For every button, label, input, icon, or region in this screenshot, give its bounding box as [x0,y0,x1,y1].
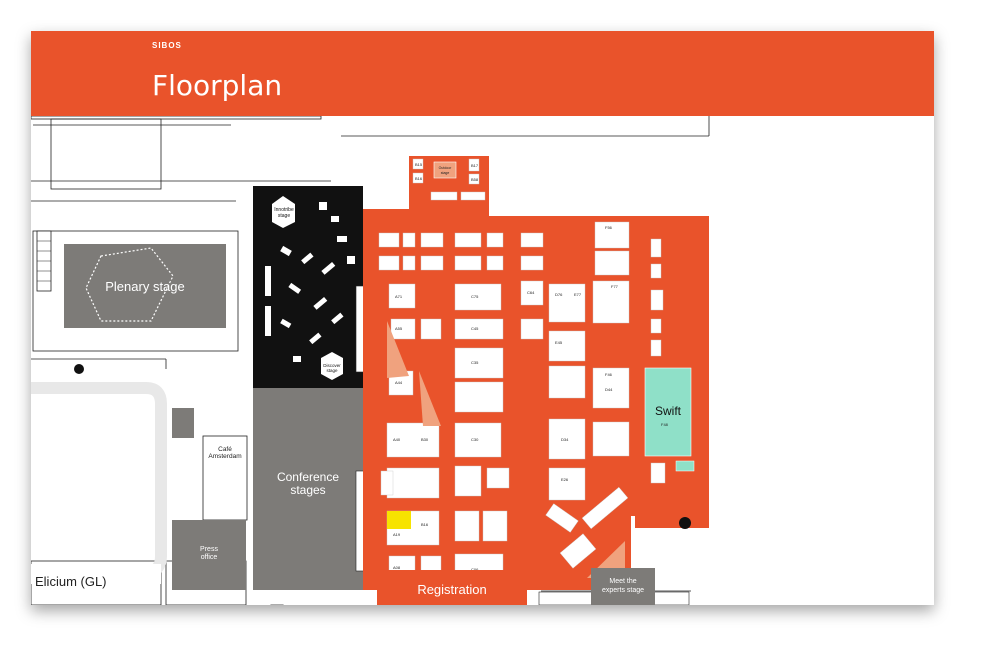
booth-label: C45 [471,326,479,331]
triangle-zone-1 [387,321,409,378]
booth-label: B58 [471,177,479,182]
booth-label: C64 [527,290,535,295]
booth-label: F48 [661,422,669,427]
outdoor-label-2: stage [441,171,450,175]
booth-label: C06 [471,567,479,572]
discover-label-1: Discover [323,363,341,368]
booth-label: C75 [471,294,479,299]
booth-labels: B15 B16 B17 B58 A71 C75 C64 D76 E77 F77 … [393,162,669,572]
booth-label: E77 [574,292,582,297]
swift-label: Swift [655,404,682,418]
triangle-zone-2 [419,371,441,426]
conference-label-1: Conference [277,470,339,484]
elicium-label: Elicium (GL) [35,574,107,589]
booth-label: E26 [561,477,569,482]
booth-label: D76 [555,292,563,297]
brand-label: SIBOS [152,41,182,50]
plenary-stage-area[interactable]: Plenary stage [64,244,226,328]
booth-label: B15 [415,162,423,167]
small-grey-room [172,408,194,438]
outdoor-stage[interactable]: Outdoor stage [433,161,457,179]
innotribe-label-2: stage [278,213,290,219]
conference-label-2: stages [290,483,325,497]
booth-label: A40 [393,437,401,442]
booth-label: A44 [395,380,403,385]
elicium-area[interactable]: Elicium (GL) [31,564,161,589]
left-stairs [36,230,52,292]
booth-label: A08 [393,565,401,570]
innotribe-area[interactable]: Innotribe stage Discover stage [253,186,363,388]
floor-map[interactable]: Plenary stage Innotribe stage [31,116,934,605]
registration-label: Registration [417,582,486,597]
booth-grid[interactable] [378,158,666,589]
booth-label: A19 [393,532,401,537]
booth-label: C35 [471,360,479,365]
diagonal-booths[interactable] [545,486,629,569]
meet-the-experts-stage[interactable]: Meet the experts stage [538,568,690,605]
floorplan-frame: SIBOS Floorplan [31,31,934,605]
swift-stand[interactable]: Swift [644,367,692,457]
outdoor-label-1: Outdoor [439,166,452,170]
booth-label: A55 [395,326,403,331]
press-office[interactable]: Press office [172,520,246,590]
booth-label: B16 [415,176,423,181]
meet-label-2: experts stage [602,587,644,594]
booth-label: B30 [421,437,429,442]
page-header: SIBOS Floorplan [31,31,934,116]
plenary-stage-label: Plenary stage [105,279,185,294]
booth-label: C30 [471,437,479,442]
elevator-dot-right [679,517,691,529]
booth-label: D34 [561,437,569,442]
booth-label: B16 [421,522,429,527]
highlighted-booth[interactable] [387,511,411,529]
cafe-label-2: Amsterdam [208,453,241,460]
booth-label: B17 [471,163,479,168]
booth-label: E45 [555,340,563,345]
conference-stages-area[interactable]: Conference stages [253,388,363,590]
cafe-amsterdam[interactable]: Café Amsterdam [202,435,248,521]
cafe-label-1: Café [218,446,232,453]
discover-label-2: stage [326,368,338,373]
corridor-loop [31,382,167,578]
page-title: Floorplan [152,69,283,102]
registration-area[interactable]: Registration [377,570,527,605]
press-label-2: office [201,554,218,561]
press-label-1: Press [200,546,218,553]
elevator-dot-left [74,364,84,374]
meet-label-1: Meet the [609,578,636,585]
booth-label: F77 [611,284,619,289]
booth-label: F56 [605,225,613,230]
booth-label: F46 [605,372,613,377]
innotribe-label-1: Innotribe [274,207,294,213]
booth-label: A71 [395,294,403,299]
booth-label: D44 [605,387,613,392]
